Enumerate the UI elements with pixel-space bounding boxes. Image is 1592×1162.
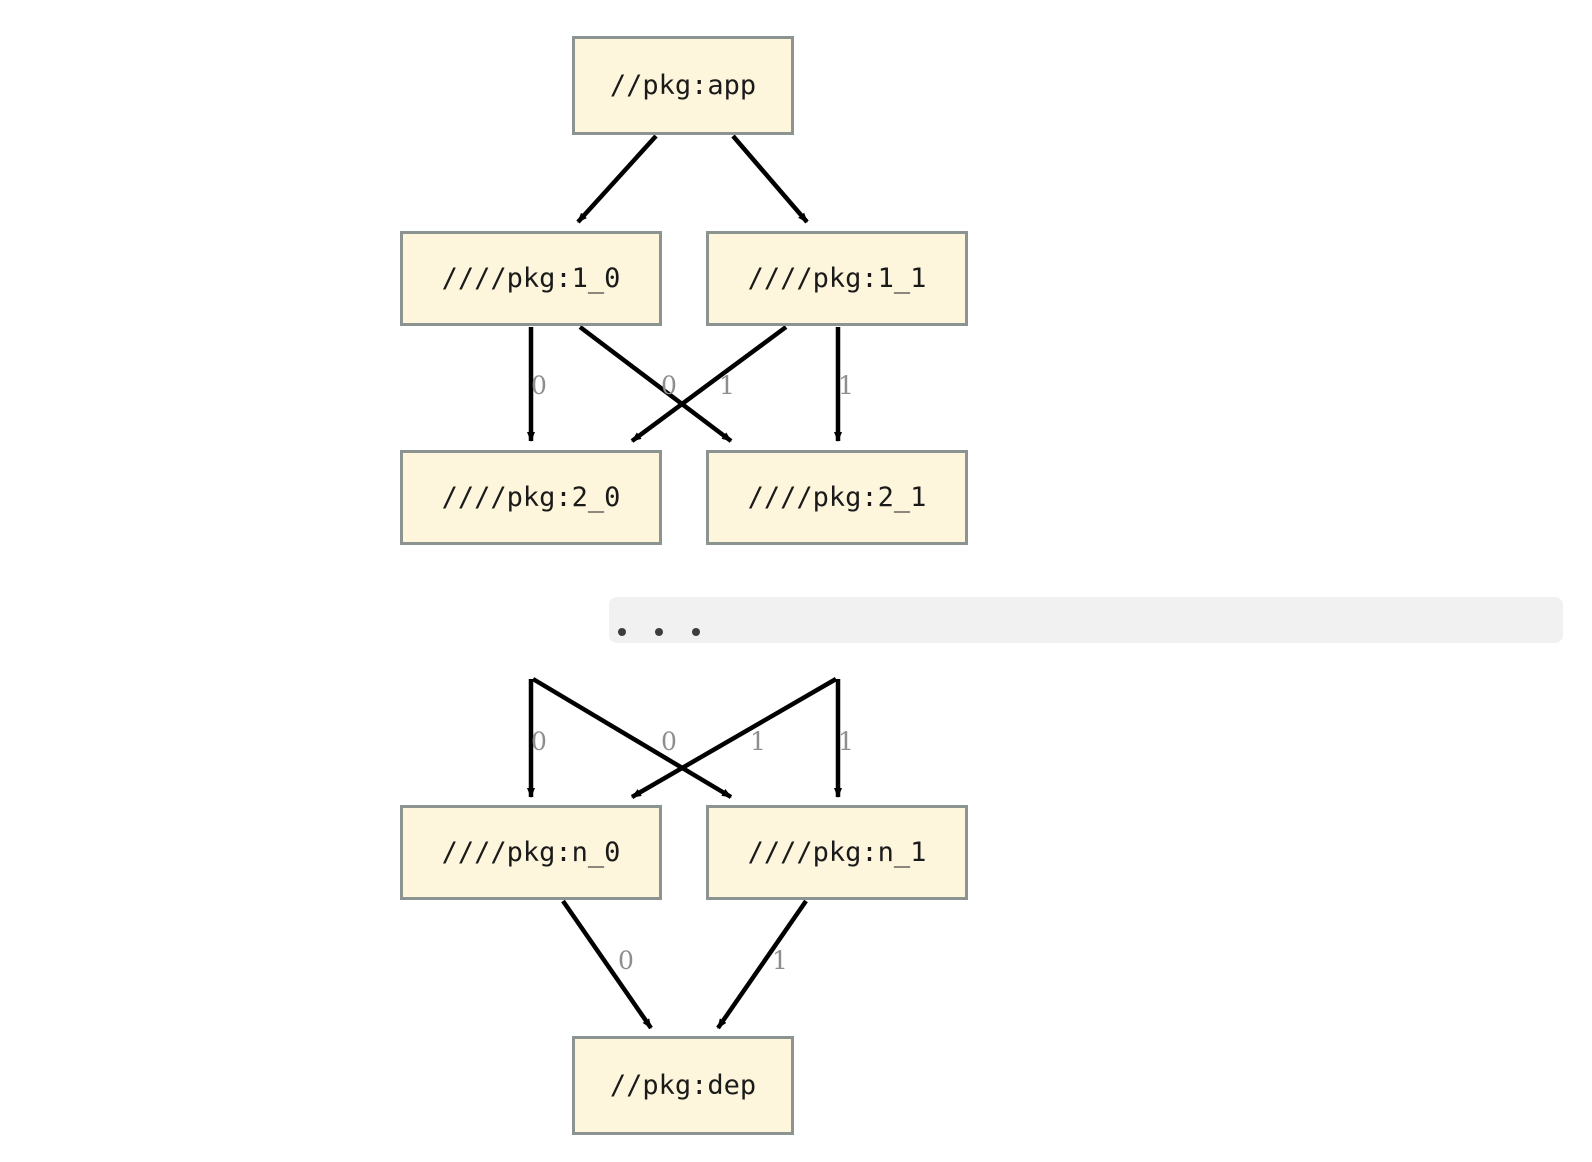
ellipsis-band bbox=[609, 597, 1563, 643]
node-label: ////pkg:n_0 bbox=[441, 837, 621, 868]
node-label: ////pkg:1_0 bbox=[441, 263, 621, 294]
edge-1-1-to-2-0 bbox=[630, 325, 788, 443]
node-pkg-1-0[interactable]: ////pkg:1_0 bbox=[400, 231, 662, 326]
node-pkg-2-1[interactable]: ////pkg:2_1 bbox=[706, 450, 968, 545]
ellipsis-dot bbox=[618, 628, 626, 636]
edge-n-1-to-dep bbox=[716, 899, 808, 1030]
edge-label-above-to-n-1: 1 bbox=[838, 727, 854, 756]
node-pkg-app[interactable]: //pkg:app bbox=[572, 36, 794, 135]
edge-n-0-to-dep bbox=[561, 899, 653, 1030]
edge-app-to-1-0 bbox=[576, 134, 658, 224]
node-pkg-dep[interactable]: //pkg:dep bbox=[572, 1036, 794, 1135]
edge-label-n-1-to-dep: 1 bbox=[772, 946, 788, 975]
edge-1-0-to-2-1 bbox=[578, 325, 733, 443]
node-label: ////pkg:2_0 bbox=[441, 482, 621, 513]
edge-label-above-to-n-0-diagonal: 1 bbox=[750, 727, 766, 756]
node-pkg-n-1[interactable]: ////pkg:n_1 bbox=[706, 805, 968, 900]
node-pkg-n-0[interactable]: ////pkg:n_0 bbox=[400, 805, 662, 900]
node-label: ////pkg:1_1 bbox=[747, 263, 927, 294]
node-pkg-2-0[interactable]: ////pkg:2_0 bbox=[400, 450, 662, 545]
edge-label-1-1-to-2-0: 1 bbox=[719, 371, 735, 400]
ellipsis-dot bbox=[655, 628, 663, 636]
edge-app-to-1-1 bbox=[731, 134, 809, 224]
edge-above-to-n-0-diagonal bbox=[630, 677, 838, 799]
ellipsis-dot bbox=[692, 628, 700, 636]
edge-label-above-to-n-1-diagonal: 0 bbox=[661, 727, 677, 756]
edge-label-1-0-to-2-0: 0 bbox=[531, 371, 547, 400]
edge-label-above-to-n-0: 0 bbox=[531, 727, 547, 756]
node-label: //pkg:app bbox=[609, 70, 757, 101]
node-pkg-1-1[interactable]: ////pkg:1_1 bbox=[706, 231, 968, 326]
node-label: ////pkg:n_1 bbox=[747, 837, 927, 868]
edge-above-to-n-1-diagonal bbox=[531, 677, 733, 799]
node-label: //pkg:dep bbox=[609, 1070, 757, 1101]
edge-label-1-0-to-2-1: 0 bbox=[661, 371, 677, 400]
edge-label-n-0-to-dep: 0 bbox=[618, 946, 634, 975]
node-label: ////pkg:2_1 bbox=[747, 482, 927, 513]
edge-label-1-1-to-2-1: 1 bbox=[838, 371, 854, 400]
